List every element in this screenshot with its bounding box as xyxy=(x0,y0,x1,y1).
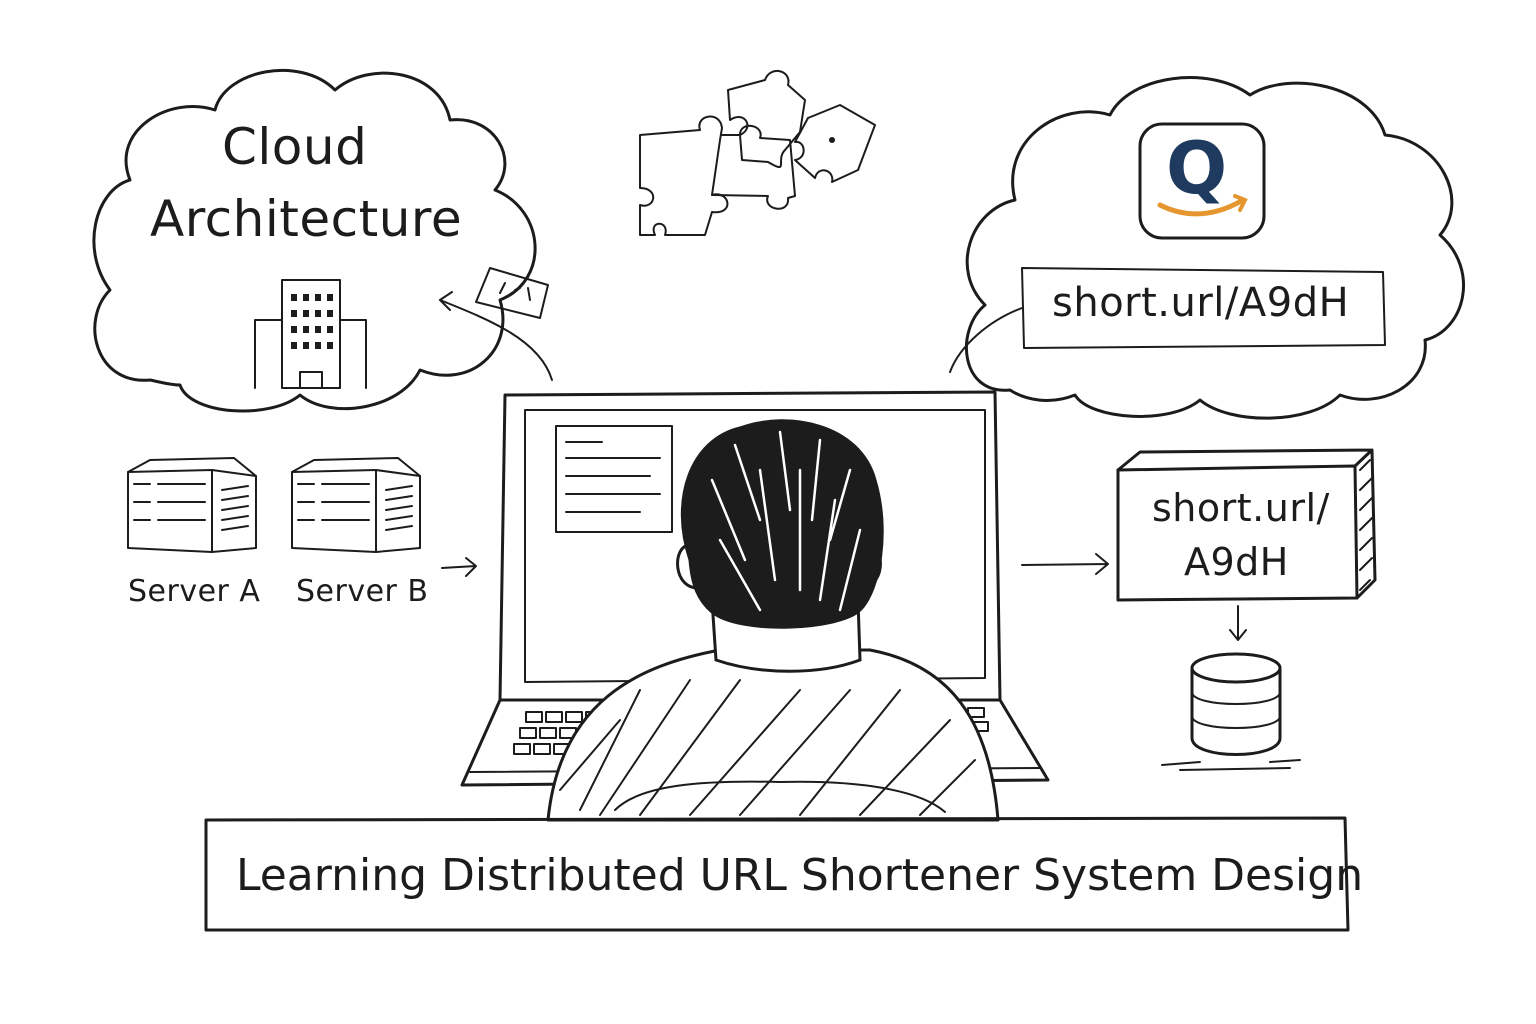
banner-title: Learning Distributed URL Shortener Syste… xyxy=(236,850,1364,901)
logo-letter: Q xyxy=(1166,126,1228,210)
building-icon xyxy=(254,279,367,389)
arrow-servers-to-laptop xyxy=(441,557,477,577)
arrow-storage-to-database xyxy=(1229,605,1247,641)
cloud-title-line2: Architecture xyxy=(150,190,463,248)
storage-url-line2: A9dH xyxy=(1184,540,1289,584)
server-a-icon xyxy=(127,457,257,553)
puzzle-icon xyxy=(639,70,876,236)
curved-arrow-to-cloud xyxy=(439,291,553,381)
storage-url-line1: short.url/ xyxy=(1152,486,1330,530)
cloud-title-line1: Cloud xyxy=(222,118,368,176)
server-b-label: Server B xyxy=(296,574,429,609)
left-thought-cloud xyxy=(92,68,537,413)
storage-box-icon xyxy=(1116,448,1377,602)
right-thought-cloud xyxy=(949,76,1465,420)
server-a-label: Server A xyxy=(128,574,261,609)
title-banner xyxy=(204,816,1350,932)
card-icon xyxy=(475,267,549,319)
database-icon xyxy=(1161,652,1301,771)
app-logo-icon xyxy=(1138,122,1266,240)
short-url-text: short.url/A9dH xyxy=(1052,280,1350,326)
server-b-icon xyxy=(291,457,421,553)
arrow-laptop-to-storage xyxy=(1021,553,1109,575)
person-illustration xyxy=(546,419,1000,822)
